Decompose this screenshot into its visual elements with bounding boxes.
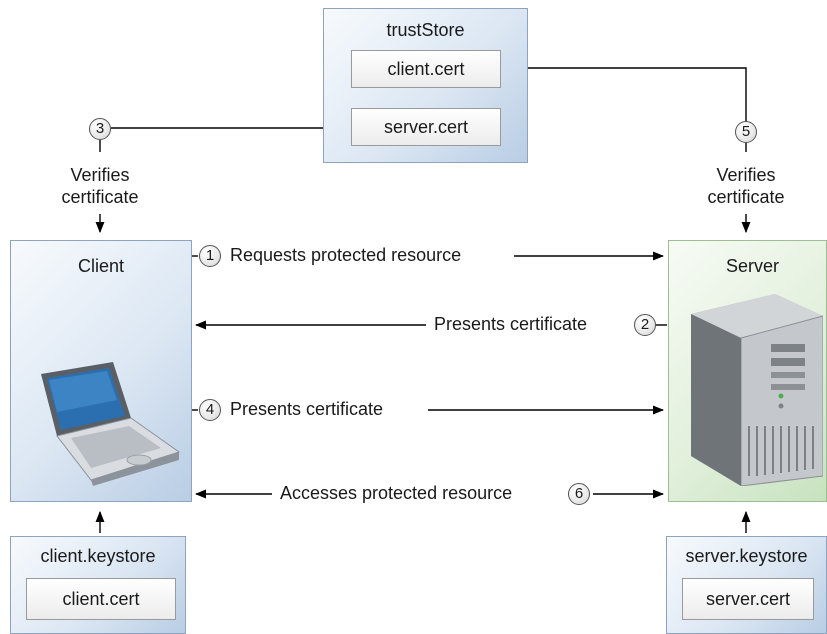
message-1-label: Requests protected resource xyxy=(230,245,462,265)
server-keystore-cert: server.cert xyxy=(682,578,814,620)
verify-left-line2: certificate xyxy=(61,187,139,207)
client-title: Client xyxy=(77,256,125,276)
server-keystore-title: server.keystore xyxy=(685,546,808,566)
verify-right-label: Verifies certificate xyxy=(686,164,806,208)
trust-client-cert: client.cert xyxy=(351,50,501,88)
verify-left-label: Verifies certificate xyxy=(40,164,160,208)
server-tower-icon xyxy=(691,294,823,486)
server-title: Server xyxy=(725,256,779,276)
message-2-label: Presents certificate xyxy=(434,314,588,334)
client-keystore-title: client.keystore xyxy=(40,546,156,566)
server-keystore-box: server.keystore server.cert xyxy=(666,536,827,634)
message-4-label: Presents certificate xyxy=(230,399,384,419)
trust-store-box: trustStore client.cert server.cert xyxy=(323,8,528,163)
verify-right-to-trust-arrow xyxy=(501,63,747,122)
verify-right-line1: Verifies xyxy=(716,165,776,185)
trust-server-cert: server.cert xyxy=(351,108,501,146)
step-4-badge: 4 xyxy=(199,399,221,421)
trust-store-title: trustStore xyxy=(386,20,465,40)
step-3-badge: 3 xyxy=(89,118,111,140)
verify-right-line2: certificate xyxy=(707,187,785,207)
client-keystore-cert: client.cert xyxy=(26,578,176,620)
server-box: Server xyxy=(668,240,827,502)
step-1-badge: 1 xyxy=(199,245,221,267)
step-6-badge: 6 xyxy=(568,483,590,505)
verify-left-line1: Verifies xyxy=(70,165,130,185)
message-6-label: Accesses protected resource xyxy=(280,483,513,503)
step-2-badge: 2 xyxy=(634,314,656,336)
step-5-badge: 5 xyxy=(735,121,757,143)
client-keystore-box: client.keystore client.cert xyxy=(10,536,186,634)
laptop-icon xyxy=(41,362,181,486)
client-box: Client xyxy=(10,240,192,502)
